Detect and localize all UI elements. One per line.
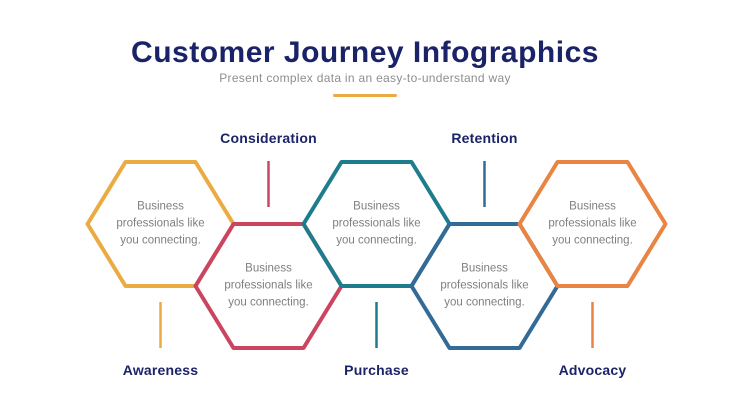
title-divider-line bbox=[333, 94, 397, 97]
hexagon-text-retention: Business professionals like you connecti… bbox=[440, 262, 529, 309]
stage-label-purchase: Purchase bbox=[344, 362, 409, 378]
hexagon-advocacy bbox=[517, 160, 668, 288]
hexagon-text-awareness: Business professionals like you connecti… bbox=[116, 200, 205, 247]
hexagon-text-advocacy: Business professionals like you connecti… bbox=[548, 200, 637, 247]
stage-label-advocacy: Advocacy bbox=[558, 362, 627, 378]
page-subtitle: Present complex data in an easy-to-under… bbox=[219, 71, 511, 85]
hexagon-text-purchase: Business professionals like you connecti… bbox=[332, 200, 421, 247]
stage-label-awareness: Awareness bbox=[122, 362, 199, 378]
stage-label-consideration: Consideration bbox=[220, 130, 317, 146]
hexagon-text-consideration: Business professionals like you connecti… bbox=[224, 262, 313, 309]
page-title: Customer Journey Infographics bbox=[131, 36, 599, 69]
stage-label-retention: Retention bbox=[451, 130, 518, 146]
